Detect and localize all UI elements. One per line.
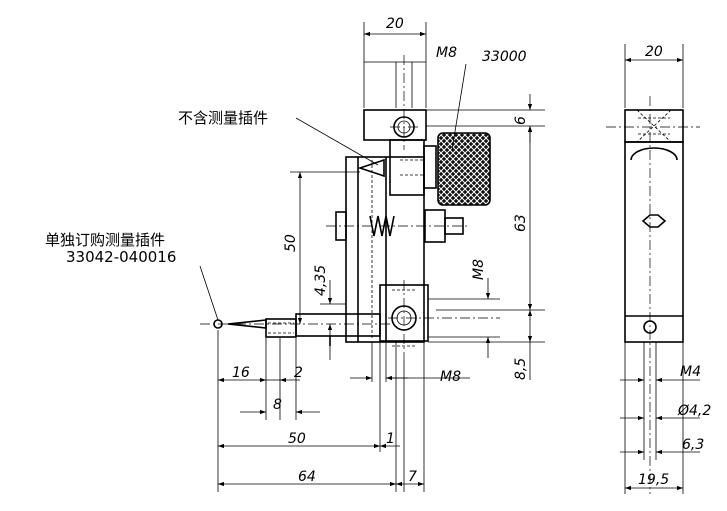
dim-side-width: 20 [645,44,663,60]
dim-height-8-5: 8,5 [513,358,529,380]
side-top-block [624,109,684,143]
dim-thread-top: M8 [436,45,457,61]
dim-len-64: 64 [298,469,316,485]
dim-side-6-3: 6,3 [682,437,704,453]
dim-thread-bottom: M8 [440,369,461,385]
dim-side-d4-2: Ø4,2 [677,403,711,419]
dim-height-50: 50 [283,234,299,252]
dim-offset-4-35: 4,35 [313,265,329,296]
dim-side-m4: M4 [680,364,701,380]
note-no-insert: 不含测量插件 [178,109,268,127]
dim-thread-side: M8 [471,259,487,280]
knurled-knob[interactable] [437,132,491,206]
dim-height-63: 63 [513,214,529,232]
front-view [199,22,545,492]
dim-len-1: 1 [386,431,395,447]
dim-top-width: 20 [386,16,404,32]
leader-insert [199,265,219,321]
dim-len-8: 8 [273,397,282,413]
spring [369,215,395,237]
inner-block [389,139,425,196]
leader-no-insert [295,117,379,166]
adjust-pin [444,217,464,235]
dim-len-16: 16 [232,365,250,381]
leader-knob [451,63,467,151]
dim-len-50: 50 [288,431,306,447]
dim-len-2: 2 [294,365,303,381]
insert-part-number: 33042-040016 [66,248,176,266]
knob-part-number: 33000 [482,49,527,65]
main-body [345,156,425,343]
side-body [624,141,684,343]
side-hex-screw [641,214,667,228]
side-view [606,44,700,494]
dim-len-7: 7 [408,469,417,485]
dim-height-6: 6 [513,116,529,125]
note-separate-order: 单独订购测量插件 [45,231,165,249]
dim-side-19-5: 19,5 [638,472,669,488]
